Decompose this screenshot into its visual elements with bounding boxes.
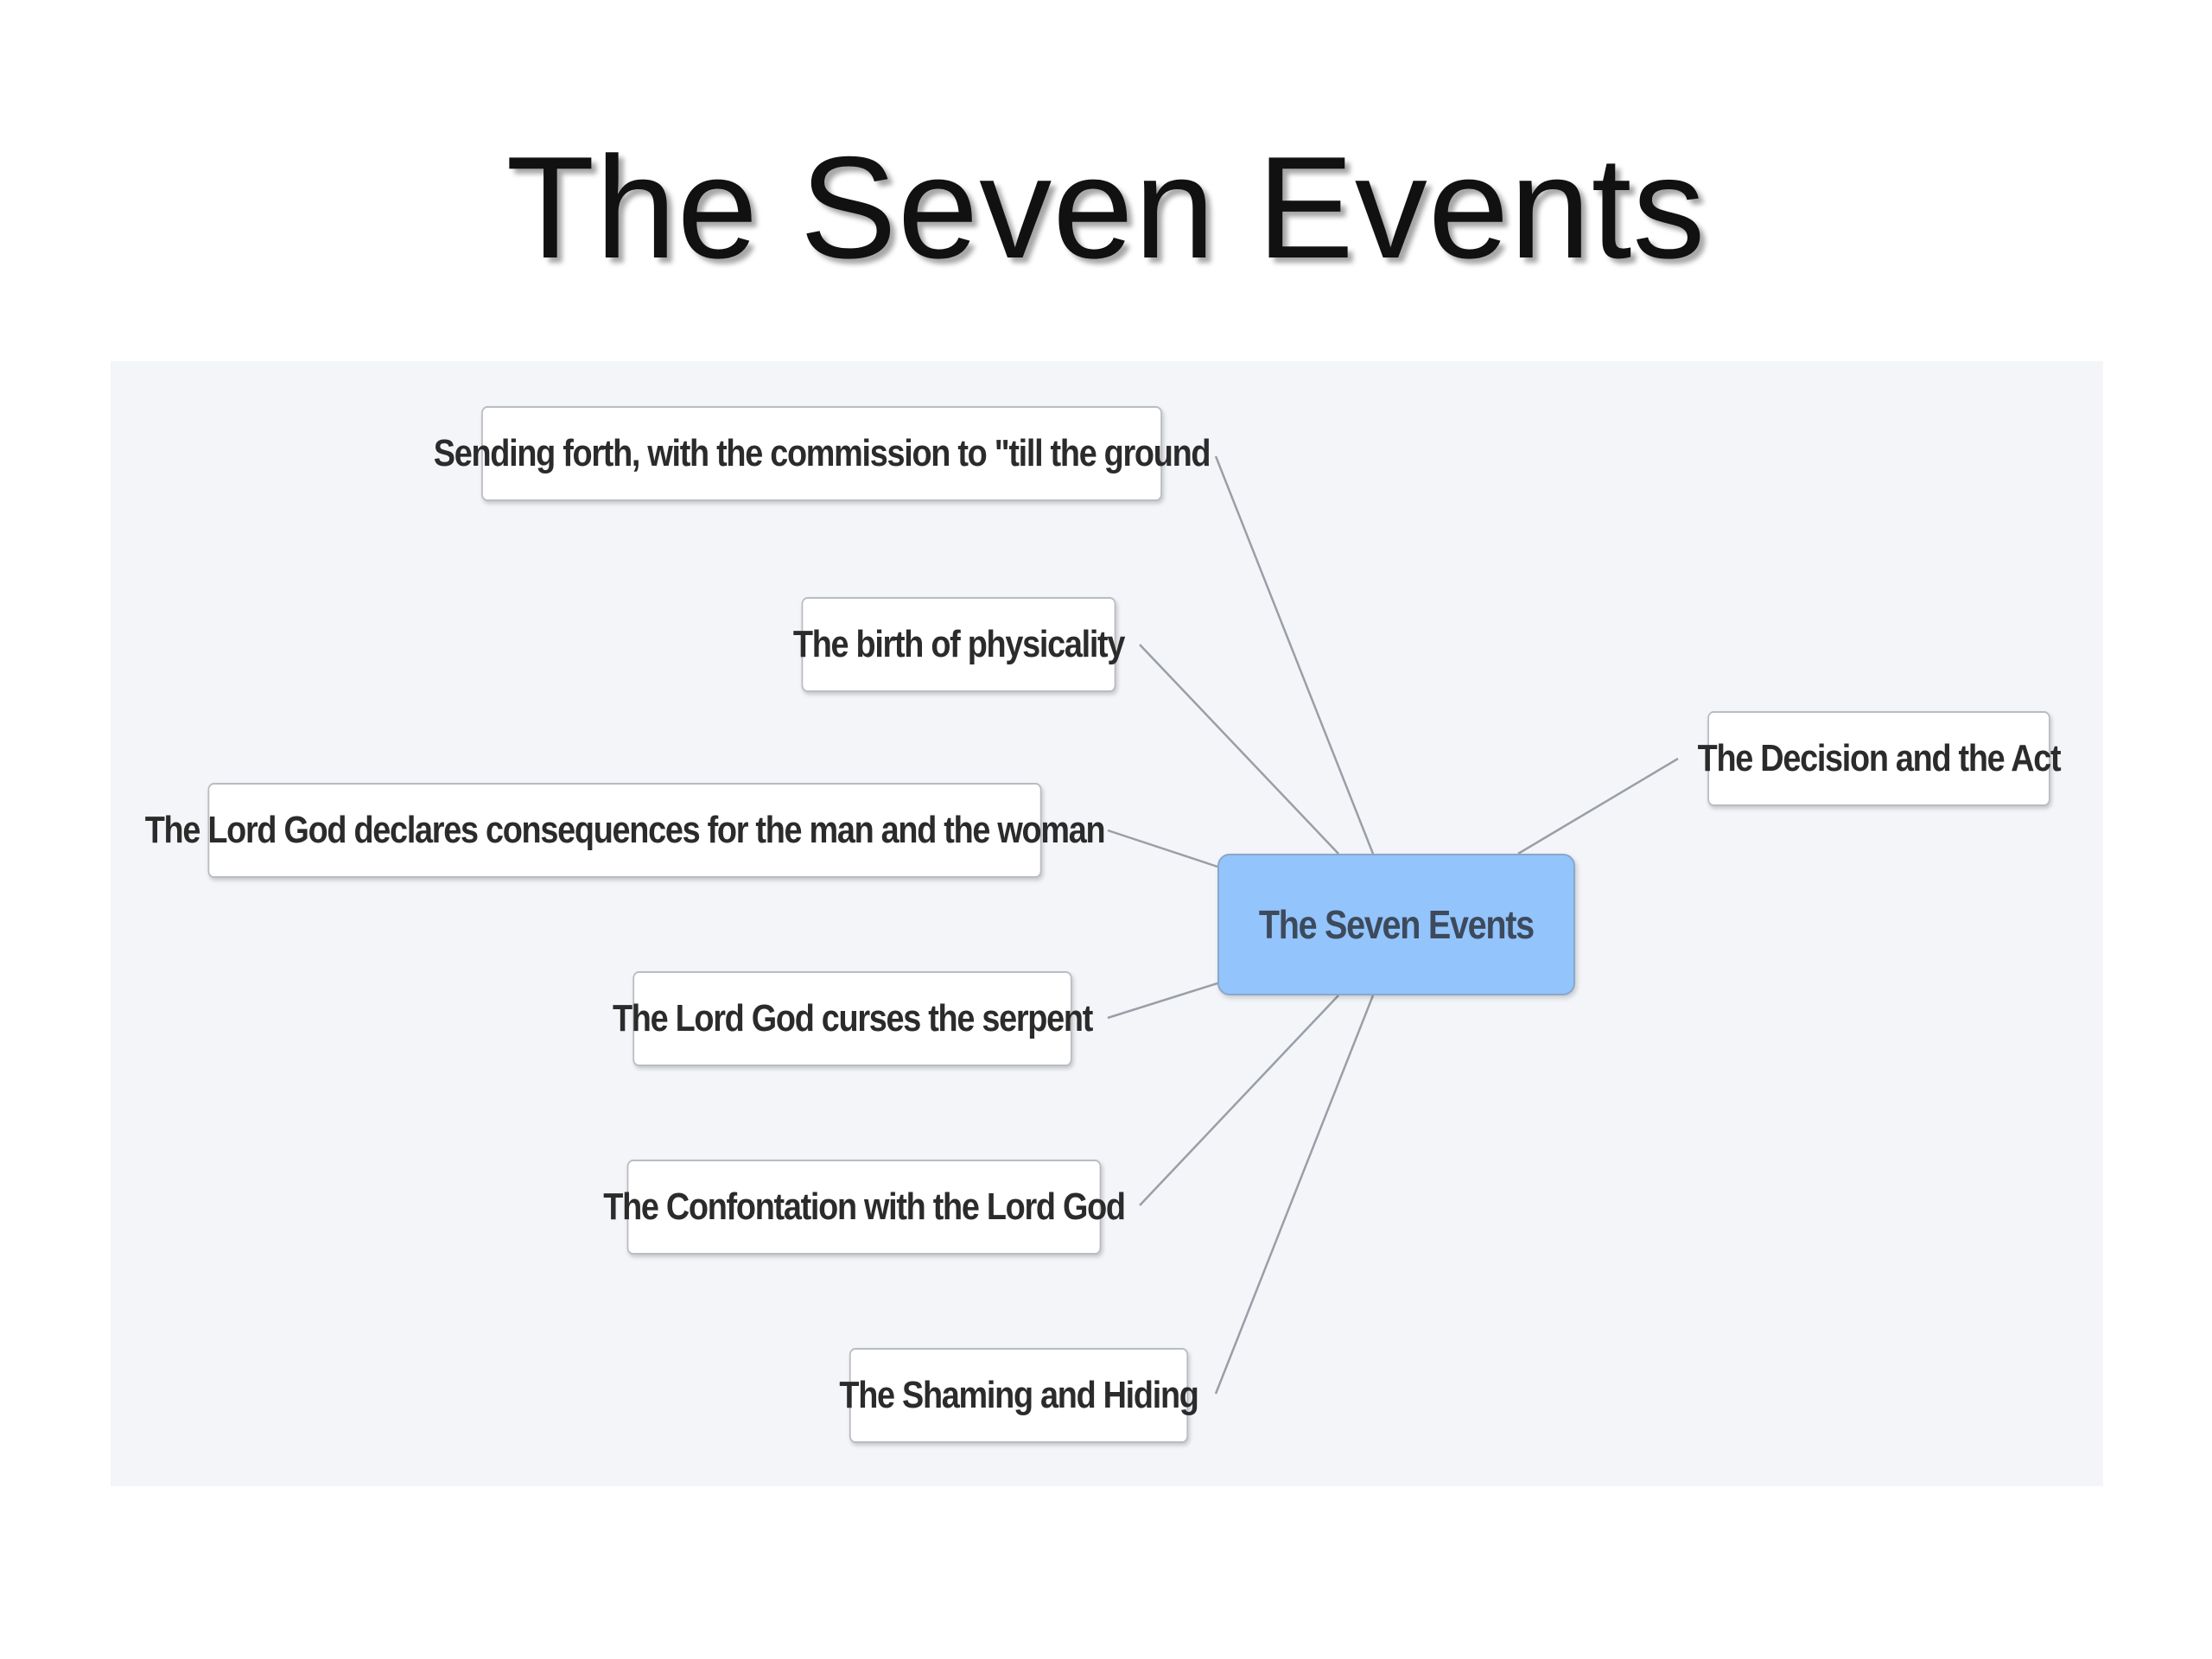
branch-node-curses-serpent[interactable]: The Lord God curses the serpent	[613, 971, 1093, 1066]
branch-node-declares-consequences[interactable]: The Lord God declares consequences for t…	[145, 783, 1106, 878]
connector-confrontation	[1139, 995, 1339, 1206]
branch-node-label: The Lord God declares consequences for t…	[144, 809, 1106, 851]
root-node[interactable]: The Seven Events	[1217, 854, 1575, 995]
connector-declares-consequences	[1107, 829, 1218, 868]
mind-map-canvas: The Seven Events Sending forth, with the…	[111, 361, 2103, 1486]
root-node-label: The Seven Events	[1259, 902, 1535, 947]
connector-curses-serpent	[1107, 982, 1218, 1020]
branch-node-sending-forth[interactable]: Sending forth, with the commission to "t…	[434, 406, 1211, 501]
connector-decision-act	[1517, 757, 1679, 855]
branch-node-label: The Decision and the Act	[1697, 737, 2062, 779]
branch-node-shaming-hiding[interactable]: The Shaming and Hiding	[839, 1348, 1199, 1443]
branch-node-label: The birth of physicality	[792, 623, 1126, 665]
connector-lines	[1107, 455, 1679, 1395]
branch-node-confrontation[interactable]: The Confontation with the Lord God	[603, 1160, 1126, 1255]
branch-node-decision-act[interactable]: The Decision and the Act	[1698, 711, 2062, 806]
slide-title: The Seven Events	[505, 126, 1707, 289]
branch-node-label: Sending forth, with the commission to "t…	[433, 432, 1211, 474]
connector-shaming-hiding	[1214, 995, 1375, 1395]
connector-birth-of-physicality	[1139, 644, 1339, 855]
branch-node-label: The Confontation with the Lord God	[603, 1185, 1126, 1228]
connector-sending-forth	[1214, 455, 1375, 855]
branch-node-label: The Shaming and Hiding	[839, 1374, 1198, 1416]
branch-node-birth-of-physicality[interactable]: The birth of physicality	[793, 597, 1125, 692]
branch-node-label: The Lord God curses the serpent	[612, 997, 1093, 1039]
